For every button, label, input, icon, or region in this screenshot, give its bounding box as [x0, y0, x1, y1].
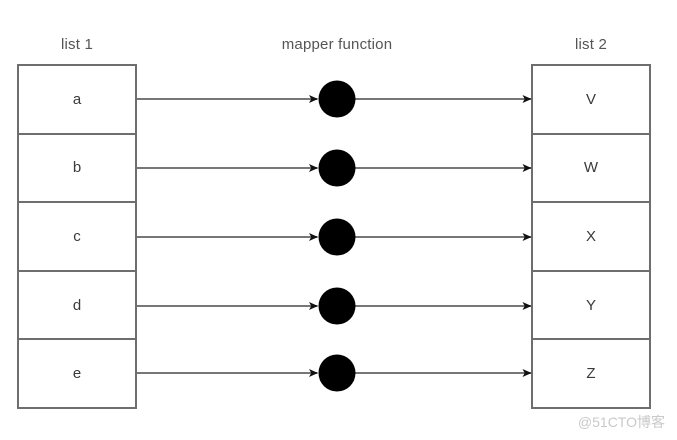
mapper-node [318, 287, 356, 325]
list1-box: a b c d e [17, 64, 137, 409]
list2-cell: Z [533, 340, 649, 407]
list2-cell: W [533, 134, 649, 204]
list2-cell: X [533, 203, 649, 272]
mapper-node [318, 218, 356, 256]
mapper-node [318, 354, 356, 392]
list1-cell: c [19, 203, 135, 272]
mapper-node [318, 80, 356, 118]
list2-box: V W X Y Z [531, 64, 651, 409]
list2-cell: Y [533, 271, 649, 341]
list1-cell: a [19, 66, 135, 135]
mapper-node [318, 149, 356, 187]
list2-heading: list 2 [574, 36, 608, 53]
list1-heading: list 1 [60, 36, 94, 53]
list2-cell: V [533, 66, 649, 135]
watermark: @51CTO博客 [577, 414, 665, 430]
list1-cell: b [19, 134, 135, 204]
list1-cell: d [19, 271, 135, 341]
list1-cell: e [19, 340, 135, 407]
mapper-function-heading: mapper function [281, 36, 393, 53]
